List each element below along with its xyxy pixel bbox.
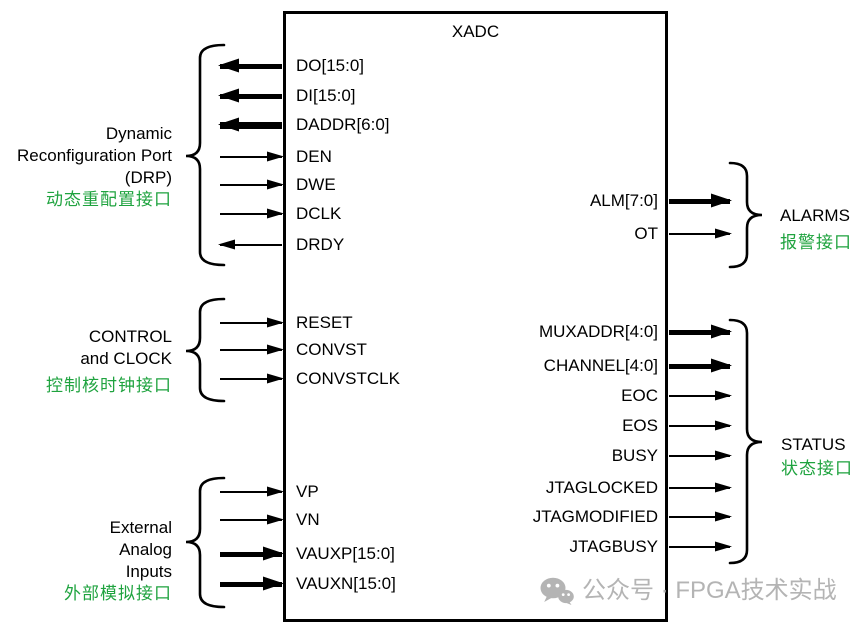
signal-label-vauxp: VAUXP[15:0] [296, 544, 395, 563]
watermark-text: 公众号 · FPGA技术实战 [582, 577, 837, 604]
status-label: STATUS [781, 435, 846, 454]
signal-label-dclk: DCLK [296, 204, 342, 223]
watermark: 公众号 · FPGA技术实战 [540, 577, 837, 605]
drp-label-line3: (DRP) [124, 168, 172, 187]
signal-label-vp: VP [296, 482, 319, 501]
analog-label-line3: Inputs [125, 562, 172, 581]
signal-label-dwe: DWE [296, 175, 336, 194]
analog-label-line2: Analog [119, 540, 172, 559]
alarms-group-label: ALARMS 报警接口 [780, 205, 852, 254]
alarms-brace [728, 161, 763, 269]
analog-label-chinese: 外部模拟接口 [64, 584, 172, 603]
signal-label-den: DEN [296, 147, 332, 166]
signal-label-convst: CONVST [296, 340, 367, 359]
control-label-chinese: 控制核时钟接口 [46, 376, 172, 395]
signal-label-jtaglocked: JTAGLOCKED [545, 478, 658, 497]
control-brace [185, 297, 226, 403]
status-brace [728, 318, 763, 565]
signal-label-eos: EOS [622, 416, 658, 435]
signal-label-convstclk: CONVSTCLK [296, 369, 400, 388]
signal-label-reset: RESET [296, 313, 353, 332]
signal-label-ot: OT [634, 224, 658, 243]
control-label-line2: and CLOCK [80, 349, 172, 368]
analog-group-label: External Analog Inputs 外部模拟接口 [8, 517, 172, 605]
drp-label-line1: Dynamic [105, 124, 172, 143]
signal-label-vn: VN [296, 510, 320, 529]
signal-label-daddr: DADDR[6:0] [296, 115, 390, 134]
signal-label-muxaddr: MUXADDR[4:0] [538, 322, 658, 341]
xadc-box [283, 11, 668, 622]
control-label-line1: CONTROL [88, 327, 172, 346]
analog-brace [185, 476, 226, 609]
signal-label-eoc: EOC [621, 386, 658, 405]
alarms-label: ALARMS [780, 206, 850, 225]
alarms-label-chinese: 报警接口 [780, 233, 852, 252]
status-label-chinese: 状态接口 [781, 459, 853, 478]
status-group-label: STATUS 状态接口 [781, 434, 853, 480]
wechat-icon [540, 577, 574, 605]
control-group-label: CONTROL and CLOCK 控制核时钟接口 [8, 326, 172, 397]
drp-label-line2: Reconfiguration Port [17, 146, 172, 165]
drp-group-label: Dynamic Reconfiguration Port (DRP) 动态重配置… [8, 123, 172, 211]
drp-label-chinese: 动态重配置接口 [46, 190, 172, 209]
signal-label-alm: ALM[7:0] [589, 191, 658, 210]
signal-label-do: DO[15:0] [296, 56, 365, 75]
signal-label-drdy: DRDY [296, 235, 345, 254]
signal-label-vauxn: VAUXN[15:0] [296, 574, 396, 593]
signal-label-jtagbusy: JTAGBUSY [569, 537, 658, 556]
signal-label-di: DI[15:0] [296, 86, 356, 105]
signal-label-jtagmodified: JTAGMODIFIED [532, 507, 658, 526]
signal-label-channel: CHANNEL[4:0] [543, 356, 658, 375]
signal-label-busy: BUSY [611, 446, 658, 465]
block-title: XADC [451, 22, 500, 41]
analog-label-line1: External [109, 518, 172, 537]
drp-brace [185, 43, 226, 267]
